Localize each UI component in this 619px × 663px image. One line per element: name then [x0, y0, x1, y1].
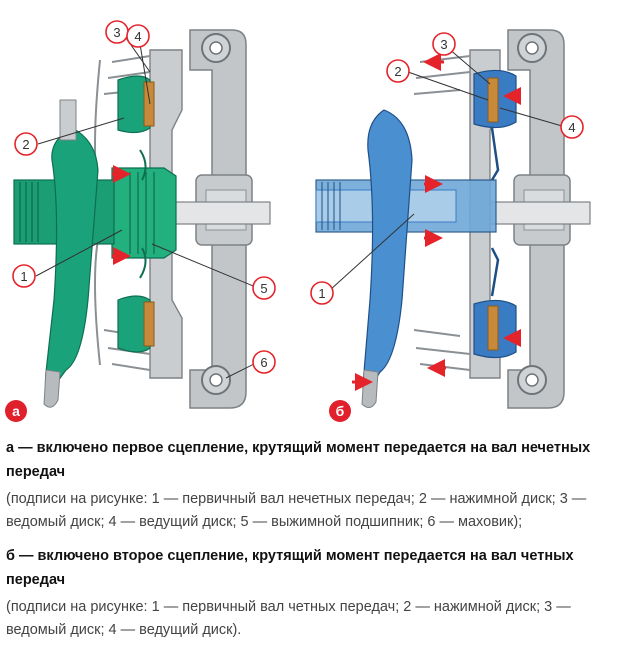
callout-a-1: 1 [12, 264, 36, 288]
callout-a-2: 2 [14, 132, 38, 156]
panel-badge-a: а [5, 400, 27, 422]
friction-lining-bottom [143, 301, 155, 347]
callout-b-2: 2 [386, 59, 410, 83]
svg-text:2: 2 [394, 64, 401, 79]
release-fork-lever [44, 127, 99, 394]
svg-text:6: 6 [260, 355, 267, 370]
svg-text:1: 1 [318, 286, 325, 301]
callout-b-4: 4 [560, 115, 584, 139]
caption-b-legend: (подписи на рисунке: 1 — первичный вал ч… [6, 599, 571, 638]
callout-b-3: 3 [432, 32, 456, 56]
svg-text:2: 2 [22, 137, 29, 152]
callout-a-4: 4 [126, 24, 150, 48]
caption-a-legend-block: (подписи на рисунке: 1 — первичный вал н… [6, 488, 612, 534]
callout-a-5: 5 [252, 276, 276, 300]
svg-text:4: 4 [568, 120, 575, 135]
friction-lining-bottom [487, 305, 499, 351]
friction-lining-top [143, 81, 155, 127]
panel-b: 1 2 3 4 б [310, 29, 591, 422]
clutch-diagram: 1 2 3 4 5 6 а [5, 20, 591, 422]
caption-a-heading: а — включено первое сцепление, крутящий … [6, 440, 591, 480]
svg-text:5: 5 [260, 281, 267, 296]
svg-text:4: 4 [134, 29, 141, 44]
caption-b-legend-block: (подписи на рисунке: 1 — первичный вал ч… [6, 596, 612, 642]
caption-b: б — включено второе сцепление, крутящий … [6, 544, 612, 592]
callout-b-1: 1 [310, 281, 334, 305]
release-fork-lever [362, 109, 413, 394]
callout-a-3: 3 [105, 20, 129, 44]
callout-label: 1 [20, 269, 27, 284]
panel-a: 1 2 3 4 5 6 а [5, 20, 276, 422]
panel-badge-b: б [329, 400, 351, 422]
panel-letter-a: а [12, 403, 20, 419]
svg-text:3: 3 [113, 25, 120, 40]
caption-a: а — включено первое сцепление, крутящий … [6, 436, 612, 484]
driven-disc-hub [111, 167, 177, 259]
callout-a-6: 6 [252, 350, 276, 374]
caption-b-heading: б — включено второе сцепление, крутящий … [6, 548, 574, 588]
friction-lining-top [487, 77, 499, 123]
caption-a-legend: (подписи на рисунке: 1 — первичный вал н… [6, 491, 587, 530]
pressure-plate-top [117, 75, 151, 134]
svg-text:3: 3 [440, 37, 447, 52]
bearing-housing [59, 99, 77, 141]
pressure-plate-bottom [117, 295, 151, 353]
panel-letter-b: б [336, 403, 345, 419]
